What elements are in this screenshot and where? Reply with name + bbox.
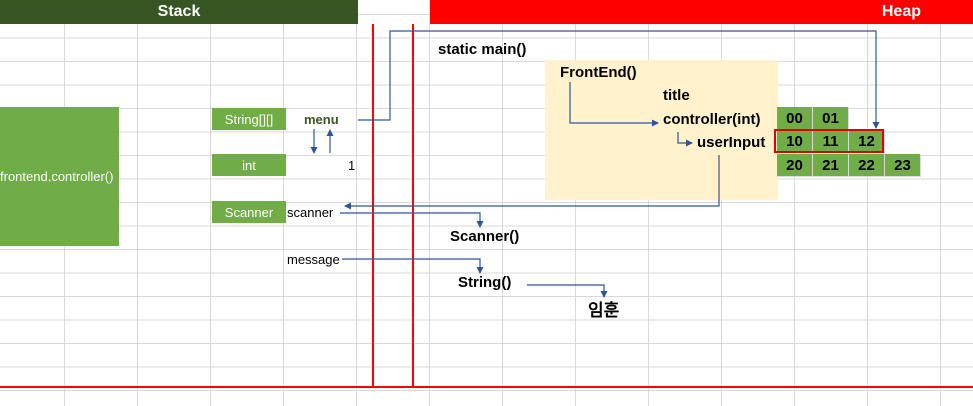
heap-title: title [663, 87, 690, 104]
type-string-2d: String[][] [212, 108, 286, 130]
array-cell: 20 [777, 154, 813, 177]
arrow-controller-to-userinput [677, 132, 693, 147]
stack-header: Stack [0, 0, 358, 24]
array-cell: 11 [813, 130, 849, 153]
var-menu: menu [304, 112, 339, 127]
heap-string-object: String() [458, 274, 512, 291]
heap-userinput: userInput [697, 134, 766, 151]
stack-frame-controller: frontend.controller() [0, 107, 119, 246]
var-message: message [287, 252, 340, 267]
arrow-frontend-to-controller [569, 82, 659, 127]
arrow-scanner-to-object [340, 212, 484, 228]
arrow-message-to-string [342, 258, 484, 274]
arrow-userinput-to-scanner [344, 155, 720, 210]
heap-string-value: 임훈 [588, 301, 620, 320]
array-row-0: 00 01 [777, 107, 849, 130]
array-cell: 01 [813, 107, 849, 130]
type-int: int [212, 154, 286, 176]
array-cell: 23 [885, 154, 921, 177]
type-scanner: Scanner [212, 201, 286, 223]
divider-bottom [0, 386, 973, 388]
var-scanner: scanner [287, 205, 334, 220]
heap-scanner-object: Scanner() [450, 228, 520, 245]
array-row-2: 20 21 22 23 [777, 154, 921, 177]
heap-header: Heap [430, 0, 973, 24]
var-int-value: 1 [348, 158, 356, 173]
array-row-1: 10 11 12 [777, 130, 885, 153]
array-row-1-highlight [774, 129, 884, 153]
heap-controller: controller(int) [663, 111, 761, 128]
array-cell: 22 [849, 154, 885, 177]
arrow-menu-to-array [358, 30, 880, 129]
heap-main: static main() [438, 41, 527, 58]
heap-frontend: FrontEnd() [560, 64, 637, 81]
frontend-object-box [545, 60, 778, 200]
array-cell: 21 [813, 154, 849, 177]
arrow-string-to-value [527, 284, 608, 298]
